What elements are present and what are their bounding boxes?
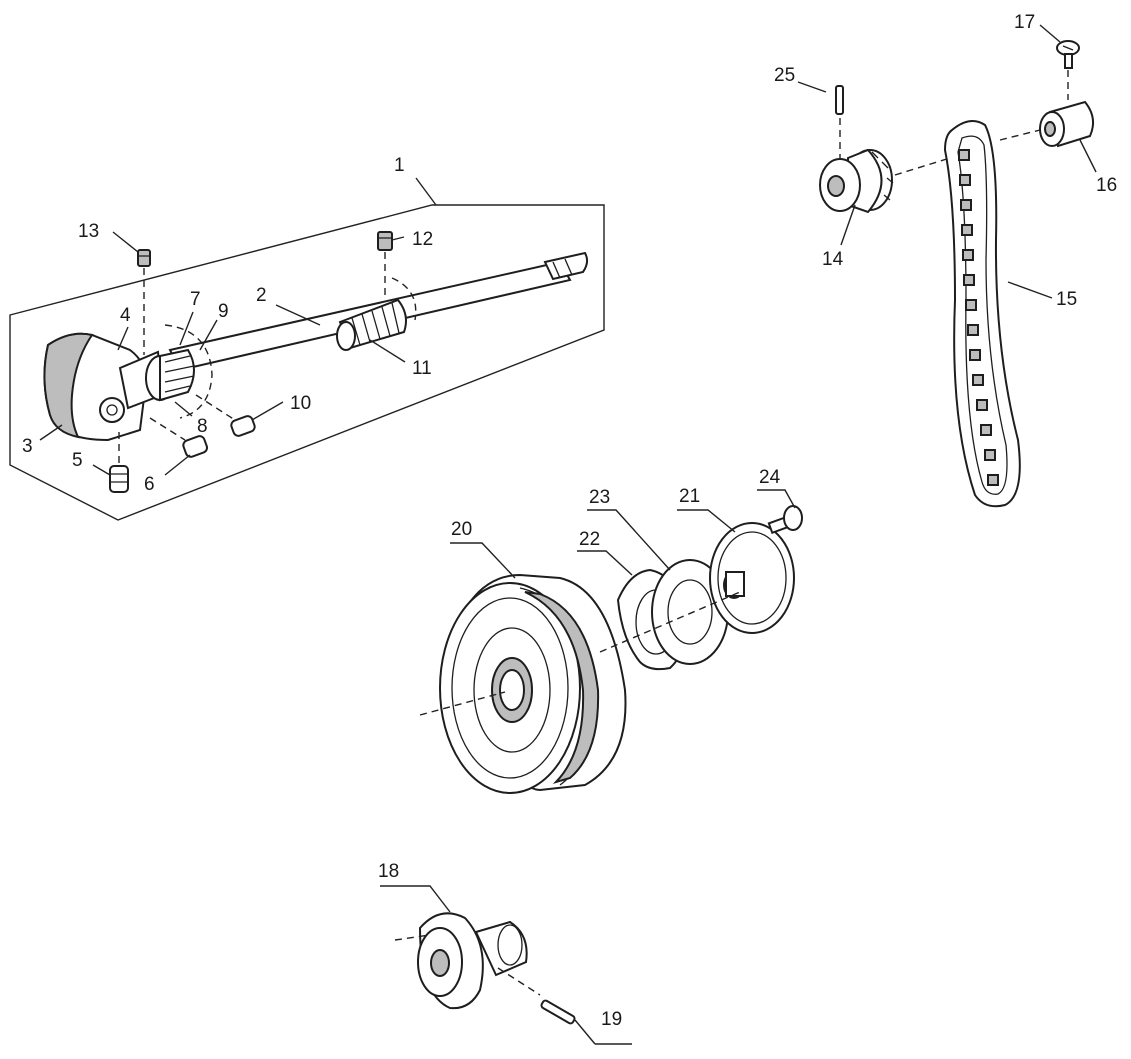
callout-22: 22 bbox=[579, 529, 600, 550]
callout-7: 7 bbox=[190, 289, 201, 310]
callout-5: 5 bbox=[72, 450, 83, 471]
callout-21: 21 bbox=[679, 486, 700, 507]
callout-17: 17 bbox=[1014, 12, 1035, 33]
callout-20: 20 bbox=[451, 519, 472, 540]
callout-labels: 1 2 3 4 5 6 7 8 9 10 11 12 13 14 15 16 1… bbox=[22, 12, 1117, 1030]
callout-25: 25 bbox=[774, 65, 795, 86]
leader-lines bbox=[39, 24, 1097, 1045]
callout-13: 13 bbox=[78, 221, 99, 242]
pin-19 bbox=[540, 999, 576, 1025]
set-screw-6 bbox=[182, 435, 209, 458]
shaft-end bbox=[543, 251, 589, 281]
worm-gear bbox=[336, 298, 407, 351]
screw-17 bbox=[1056, 40, 1080, 69]
handwheel bbox=[439, 573, 627, 794]
callout-3: 3 bbox=[22, 436, 33, 457]
callout-12: 12 bbox=[412, 229, 433, 250]
timing-pulley bbox=[819, 148, 894, 214]
pin-25 bbox=[835, 85, 844, 115]
set-screw-5 bbox=[109, 465, 129, 493]
callout-19: 19 bbox=[601, 1009, 622, 1030]
callout-6: 6 bbox=[144, 474, 155, 495]
callout-15: 15 bbox=[1056, 289, 1077, 310]
screw-24 bbox=[767, 505, 803, 535]
callout-11: 11 bbox=[412, 358, 432, 379]
assembly-outline-box bbox=[9, 204, 605, 521]
shaft-assembly-group bbox=[9, 204, 605, 521]
crank bbox=[43, 332, 164, 442]
callout-16: 16 bbox=[1096, 175, 1117, 196]
bushing bbox=[1039, 100, 1095, 148]
drive-gear bbox=[709, 522, 795, 634]
timing-belt bbox=[943, 120, 1021, 508]
callout-24: 24 bbox=[759, 467, 781, 488]
callout-1: 1 bbox=[394, 155, 405, 176]
callout-23: 23 bbox=[589, 487, 610, 508]
callout-18: 18 bbox=[378, 861, 399, 882]
callout-8: 8 bbox=[197, 416, 208, 437]
set-screw-13 bbox=[137, 249, 151, 267]
callout-2: 2 bbox=[256, 285, 267, 306]
callout-4: 4 bbox=[120, 305, 131, 326]
collar bbox=[145, 348, 195, 402]
callout-9: 9 bbox=[218, 301, 229, 322]
callout-10: 10 bbox=[290, 393, 311, 414]
set-screw-12 bbox=[377, 231, 393, 251]
eccentric bbox=[417, 912, 528, 1010]
callout-14: 14 bbox=[822, 249, 844, 270]
set-screw-10 bbox=[230, 415, 256, 437]
